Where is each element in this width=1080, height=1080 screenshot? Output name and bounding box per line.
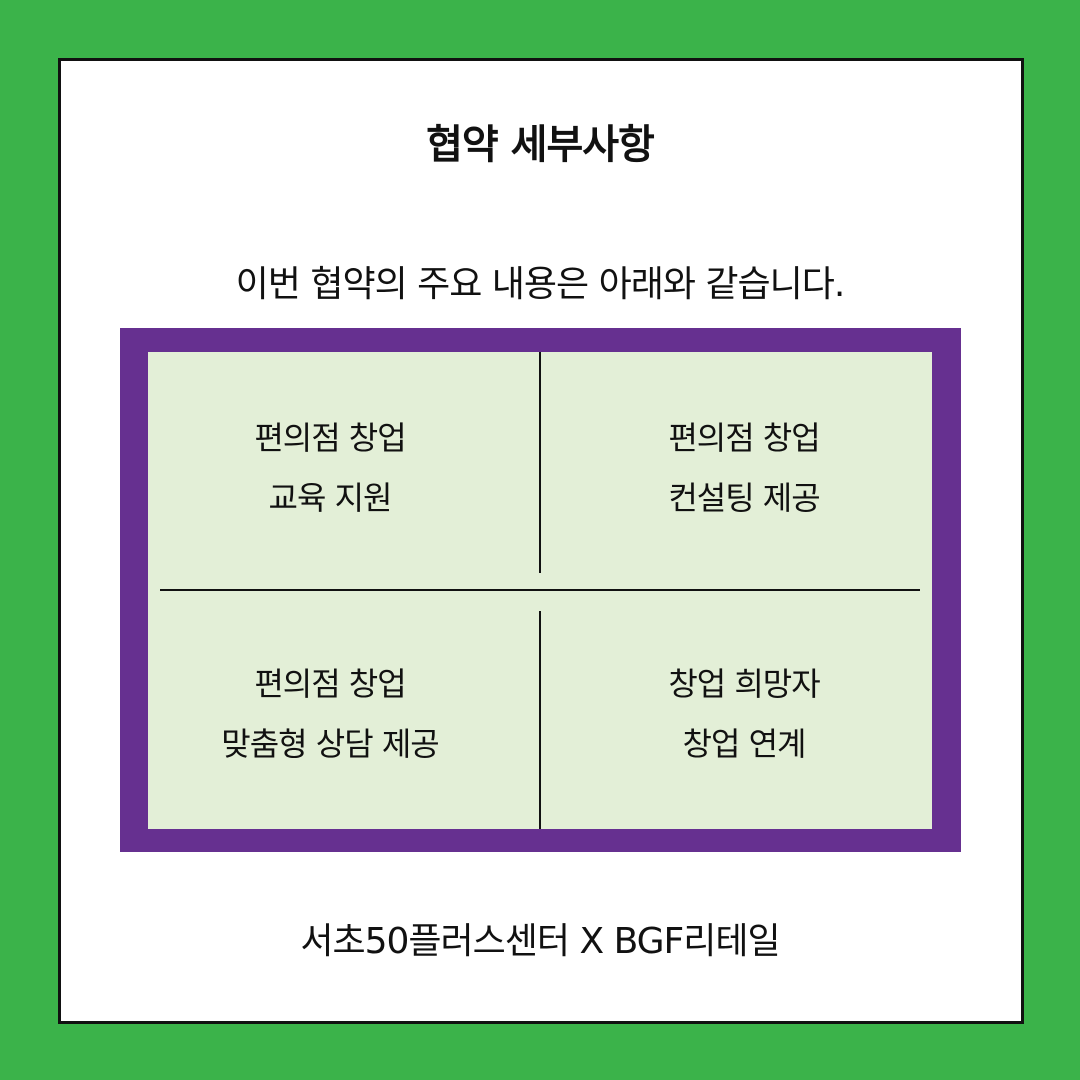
cell-line: 창업 연계 [682, 725, 807, 763]
grid-cell-education: 편의점 창업 교육 지원 [134, 408, 526, 528]
page-subtitle: 이번 협약의 주요 내용은 아래와 같습니다. [235, 264, 846, 305]
grid-cell-linkage: 창업 희망자 창업 연계 [548, 654, 940, 774]
cell-line: 편의점 창업 [254, 419, 406, 457]
cell-line: 창업 희망자 [668, 665, 820, 703]
grid-cell-counseling: 편의점 창업 맞춤형 상담 제공 [134, 654, 526, 774]
vertical-divider-bottom [539, 611, 541, 829]
grid-cell-consulting: 편의점 창업 컨설팅 제공 [548, 408, 940, 528]
cell-line: 컨설팅 제공 [668, 479, 820, 517]
cell-line: 교육 지원 [268, 479, 393, 517]
cell-line: 맞춤형 상담 제공 [221, 725, 439, 763]
page-title: 협약 세부사항 [426, 122, 655, 168]
vertical-divider-top [539, 352, 541, 573]
horizontal-divider [160, 589, 920, 591]
cell-line: 편의점 창업 [254, 665, 406, 703]
footer-text: 서초50플러스센터 X BGF리테일 [300, 921, 780, 962]
cell-line: 편의점 창업 [668, 419, 820, 457]
